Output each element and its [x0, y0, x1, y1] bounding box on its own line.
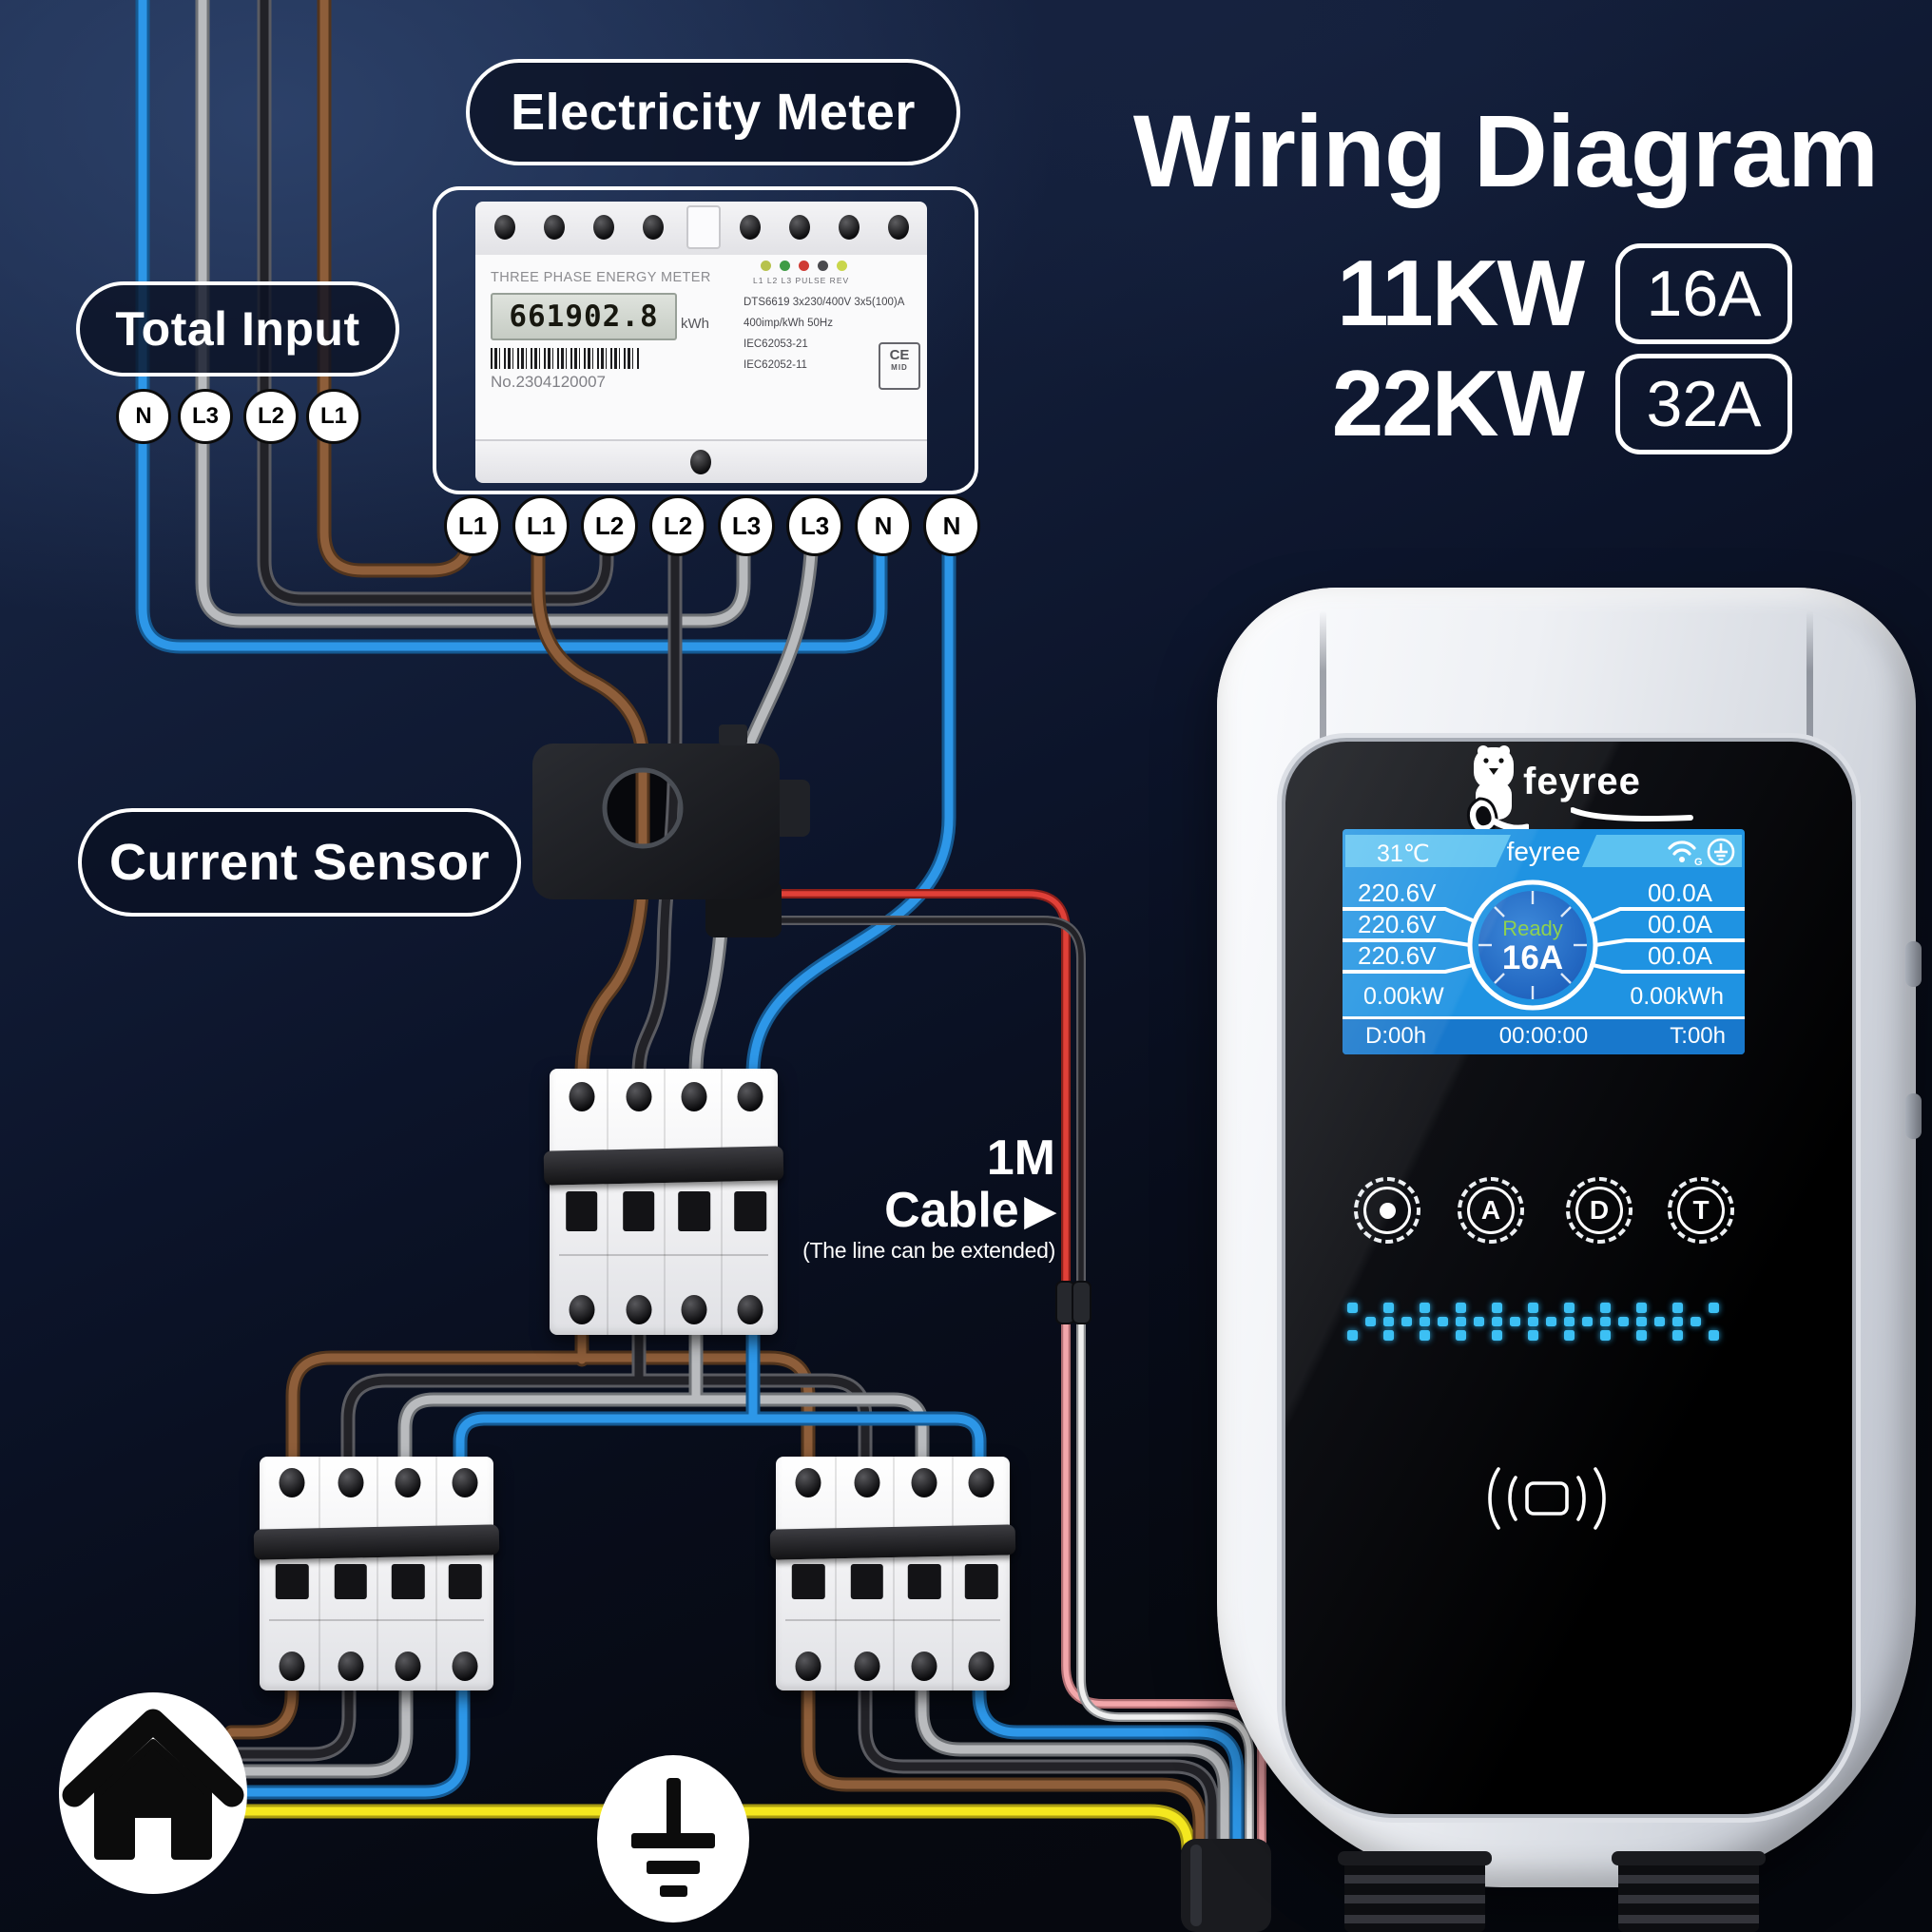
meter-led-labels: L1 L2 L3 PULSE REV — [753, 276, 850, 285]
meter-terminal-l2b: L2 — [649, 495, 706, 556]
meter-status-leds — [761, 261, 847, 271]
power-22kw: 22KW — [1331, 351, 1585, 455]
button-t-label: T — [1677, 1187, 1725, 1234]
arrow-icon: ▶ — [1024, 1188, 1055, 1233]
house-circuit-breaker — [253, 1457, 500, 1690]
main-circuit-breaker — [543, 1069, 784, 1335]
meter-lcd: 661902.8 — [491, 293, 677, 340]
meter-face: THREE PHASE ENERGY METER L1 L2 L3 PULSE … — [475, 255, 927, 441]
meter-standard2: IEC62052-11 — [744, 358, 807, 371]
terminal-l2: L2 — [243, 389, 299, 444]
charger-lcd-screen: 31℃ feyree G — [1343, 829, 1745, 1054]
led-strip — [1347, 1303, 1731, 1342]
meter-spec-line1: DTS6619 3x230/400V 3x5(100)A — [744, 297, 905, 308]
meter-terminal-nb: N — [923, 495, 980, 556]
duration-reading: D:00h — [1365, 1023, 1426, 1050]
button-a-label: A — [1467, 1187, 1515, 1234]
page-title: Wiring Diagram — [1132, 93, 1879, 208]
side-button-lower — [1905, 1093, 1922, 1139]
power-dot-icon — [1379, 1202, 1396, 1219]
screen-brand: feyree — [1343, 837, 1745, 867]
current-sensor-clamp — [532, 724, 810, 937]
cable-size: 1M — [986, 1130, 1055, 1186]
wire-house-l1 — [231, 1685, 292, 1732]
meter-terminal-l1b: L1 — [512, 495, 570, 556]
amp-box-32a: 32A — [1615, 353, 1792, 454]
ferrule-connectors — [1055, 1281, 1092, 1324]
session-time: 00:00:00 — [1343, 1023, 1745, 1050]
ce-text: CE — [889, 347, 910, 363]
energy-reading: 0.00kWh — [1630, 983, 1724, 1011]
cable-length-note: 1M Cable▶ (The line can be extended) — [789, 1130, 1055, 1265]
set-current: 16A — [1485, 939, 1580, 977]
feyree-brand-text: feyree — [1523, 761, 1641, 802]
logo-cable-line — [1571, 807, 1693, 821]
label-total-input: Total Input — [76, 281, 399, 377]
current-select-button[interactable]: A — [1458, 1177, 1524, 1244]
mid-text: MID — [891, 362, 908, 372]
screen-bottom-bar — [1343, 1016, 1745, 1054]
meter-spec-text: DTS6619 3x230/400V 3x5(100)A 400imp/kWh … — [744, 293, 904, 376]
spec-row-22kw: 22KW 32A — [1269, 350, 1792, 457]
phase1-voltage: 220.6V — [1358, 879, 1436, 908]
button-d-label: D — [1575, 1187, 1623, 1234]
charger-input-gland — [1338, 1851, 1492, 1932]
meter-terminal-na: N — [855, 495, 912, 556]
charger-output-gland — [1612, 1851, 1766, 1932]
meter-barcode — [491, 348, 639, 369]
screen-graphics — [1343, 879, 1745, 1011]
meter-terminal-l3b: L3 — [786, 495, 843, 556]
meter-lcd-value: 661902.8 — [509, 299, 659, 334]
label-electricity-meter: Electricity Meter — [466, 59, 960, 165]
meter-top-terminals — [475, 202, 927, 257]
terminal-n: N — [116, 389, 171, 444]
meter-terminal-l2a: L2 — [581, 495, 638, 556]
ground-icon — [597, 1755, 749, 1922]
meter-ce-mark: CE MID — [879, 342, 920, 390]
delay-button[interactable]: D — [1566, 1177, 1633, 1244]
terminal-l1: L1 — [306, 389, 361, 444]
meter-terminal-l3a: L3 — [718, 495, 775, 556]
total-reading: T:00h — [1670, 1023, 1726, 1050]
feyree-bear-logo-icon — [1466, 745, 1529, 835]
bus-l3 — [405, 1331, 922, 1459]
rfid-reader-icon — [1488, 1467, 1606, 1530]
phase1-current: 00.0A — [1648, 879, 1712, 908]
amp-box-16a: 16A — [1615, 242, 1792, 344]
screen-ground-icon — [1707, 838, 1735, 866]
phase2-voltage: 220.6V — [1358, 910, 1436, 939]
terminal-l3: L3 — [178, 389, 233, 444]
power-reading: 0.00kW — [1363, 983, 1444, 1011]
svg-text:G: G — [1694, 857, 1703, 867]
meter-spec-line2: 400imp/kWh 50Hz — [744, 317, 833, 329]
screen-temperature: 31℃ — [1377, 840, 1430, 868]
meter-outline-box — [433, 186, 978, 494]
phase3-current: 00.0A — [1648, 941, 1712, 971]
phase2-current: 00.0A — [1648, 910, 1712, 939]
house-icon — [59, 1692, 247, 1894]
meter-bottom-terminals — [475, 439, 927, 483]
wire-charger-l3 — [922, 1685, 1225, 1864]
side-button-upper — [1905, 941, 1922, 987]
cable-word: Cable — [884, 1183, 1019, 1239]
supply-cable — [1181, 1839, 1271, 1932]
cable-sub-note: (The line can be extended) — [802, 1238, 1055, 1264]
meter-name: THREE PHASE ENERGY METER — [491, 270, 711, 285]
meter-lcd-unit: kWh — [681, 316, 709, 332]
label-current-sensor: Current Sensor — [78, 808, 521, 917]
wifi-icon: G — [1668, 840, 1703, 867]
electricity-meter: THREE PHASE ENERGY METER L1 L2 L3 PULSE … — [475, 202, 927, 483]
meter-standard1: IEC62053-21 — [744, 338, 808, 350]
spec-row-11kw: 11KW 16A — [1269, 240, 1792, 347]
meter-terminal-l1a: L1 — [444, 495, 501, 556]
power-11kw: 11KW — [1337, 241, 1585, 345]
phase3-voltage: 220.6V — [1358, 941, 1436, 971]
meter-serial: No.2304120007 — [491, 373, 607, 391]
power-button[interactable] — [1354, 1177, 1420, 1244]
charger-circuit-breaker — [769, 1457, 1016, 1690]
charge-status: Ready — [1490, 917, 1575, 941]
timer-button[interactable]: T — [1668, 1177, 1734, 1244]
screen-temp-band — [1345, 835, 1511, 867]
